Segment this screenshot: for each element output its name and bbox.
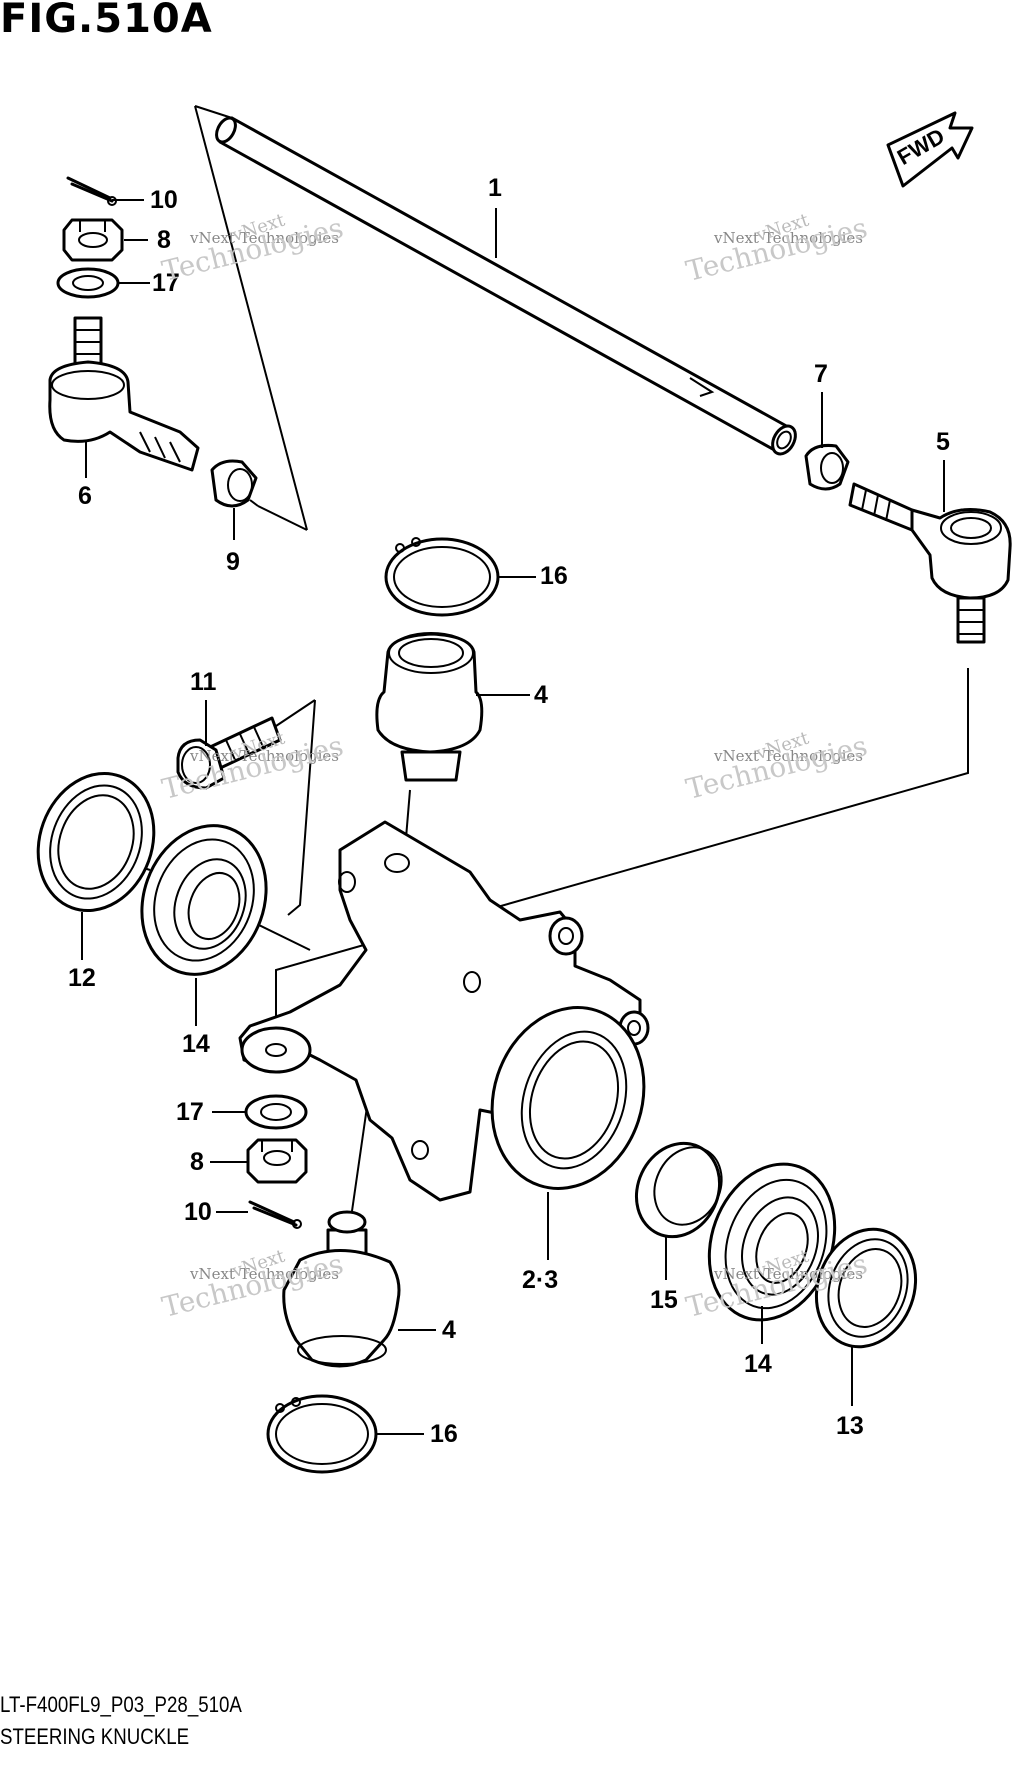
snap-ring-top-part (384, 537, 500, 617)
callout-10-bottom: 10 (184, 1198, 212, 1226)
callout-16-top: 16 (540, 562, 568, 590)
diagram-caption: STEERING KNUCKLE (0, 1724, 190, 1749)
callout-12: 12 (68, 964, 96, 992)
callout-8-top: 8 (157, 226, 171, 254)
callout-9: 9 (226, 548, 240, 576)
watermark-top-left: vNext vNext Technologies Technologies (158, 209, 347, 288)
washer-bottom-part (244, 1094, 308, 1130)
callout-2-3: 2·3 (522, 1266, 559, 1294)
cotter-pin-bottom-part (248, 1200, 302, 1229)
callout-1: 1 (488, 174, 502, 202)
tie-rod-end-right-part (848, 482, 1012, 644)
callout-14-left: 14 (182, 1030, 210, 1058)
watermark-bottom-left: vNext vNext Technologies Technologies (158, 1245, 347, 1324)
tie-rod-end-left-part (48, 316, 200, 472)
fwd-arrow-icon (886, 111, 974, 188)
callout-11: 11 (190, 668, 217, 696)
callout-8-bottom: 8 (190, 1148, 204, 1176)
watermark-middle-right: vNext vNext Technologies Technologies (682, 727, 871, 806)
nut-7-part (804, 444, 850, 491)
callout-7: 7 (814, 360, 828, 388)
bearing-left-part (140, 824, 268, 976)
ball-joint-bottom-part (282, 1210, 401, 1368)
castle-nut-top-part (62, 218, 124, 262)
castle-nut-bottom-part (246, 1138, 308, 1184)
callout-10-top: 10 (150, 186, 178, 214)
figure-title: FIG.510A (0, 0, 213, 42)
bolt-11-part (176, 716, 282, 790)
washer-top-part (56, 267, 120, 299)
callout-4-top: 4 (534, 681, 548, 709)
ball-joint-top-part (375, 632, 484, 782)
nut-9-part (210, 459, 258, 508)
oil-seal-right-part (814, 1227, 918, 1349)
watermark-middle-left: vNext vNext Technologies Technologies (158, 727, 347, 806)
callout-14-right: 14 (744, 1350, 772, 1378)
steering-knuckle-part (238, 820, 650, 1202)
cotter-pin-top-part (66, 176, 117, 206)
callout-4-bottom: 4 (442, 1316, 456, 1344)
callout-6: 6 (78, 482, 92, 510)
snap-ring-bottom-part (266, 1394, 378, 1474)
oil-seal-left-part (36, 771, 156, 913)
model-code: LT-F400FL9_P03_P28_510A (0, 1692, 242, 1717)
callout-13: 13 (836, 1412, 864, 1440)
watermark-top-right: vNext vNext Technologies Technologies (682, 209, 871, 288)
spacer-15-part (634, 1141, 723, 1239)
callout-17-top: 17 (152, 269, 180, 297)
callout-leader-lines (81, 199, 945, 1435)
tie-rod-part (215, 116, 797, 456)
callout-15: 15 (650, 1286, 678, 1314)
bearing-right-part (707, 1162, 837, 1322)
callout-16-bottom: 16 (430, 1420, 458, 1448)
watermark-bottom-right: vNext vNext Technologies Technologies (682, 1245, 871, 1324)
callout-5: 5 (936, 428, 950, 456)
callout-17-bottom: 17 (176, 1098, 204, 1126)
